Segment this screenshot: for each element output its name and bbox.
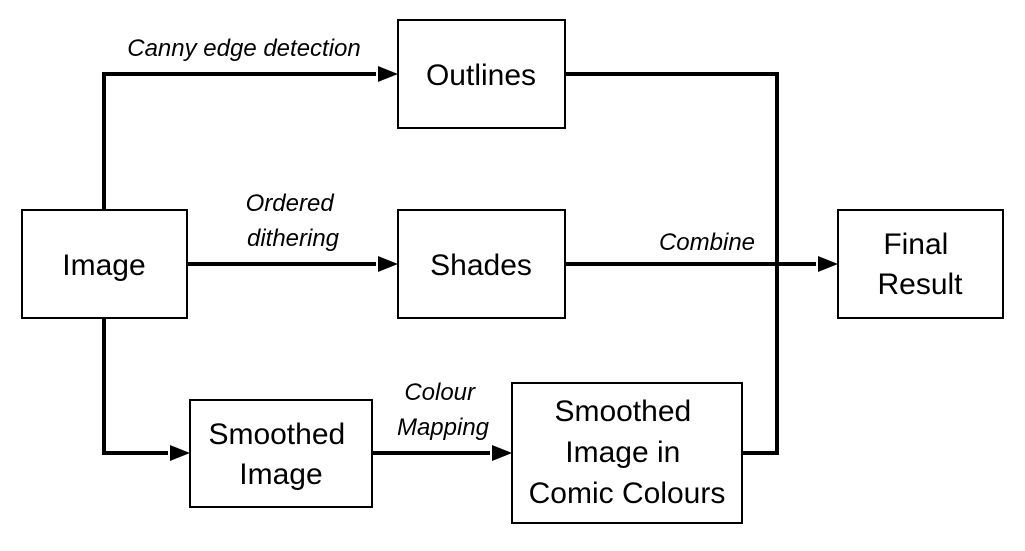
smoothed-image-box [189,399,373,508]
ordered-dithering-label: Ordered dithering [246,190,341,252]
connectors [102,66,838,461]
arrowhead-outlines [378,66,398,82]
combine-label: Combine [659,229,755,256]
shades-label: Shades [430,249,532,282]
canny-edge-detection-label: Canny edge detection [127,35,361,62]
final-result-box [837,209,1004,319]
comic-colours-label: Smoothed Image in Comic Colours [529,395,726,510]
edge-labels: Canny edge detection Ordered dithering C… [127,35,755,441]
outlines-label: Outlines [426,59,536,92]
connector-image-to-outlines [102,72,376,210]
colour-mapping-label: Colour Mapping [397,379,490,441]
shades-box [397,209,566,319]
final-result-label: Final Result [877,228,963,301]
arrowhead-comic [492,445,512,461]
node-boxes [21,19,1004,524]
image-box [21,209,188,319]
arrowhead-final [818,256,838,272]
connector-image-to-smoothed [102,318,168,455]
node-labels: Image Outlines Shades Smoothed Image Smo… [62,59,963,510]
image-label: Image [62,249,145,282]
arrowhead-shades [378,256,398,272]
smoothed-image-label: Smoothed Image [208,418,353,491]
outlines-box [397,19,566,129]
arrowhead-smoothed [170,445,190,461]
comic-colours-box [511,382,743,524]
